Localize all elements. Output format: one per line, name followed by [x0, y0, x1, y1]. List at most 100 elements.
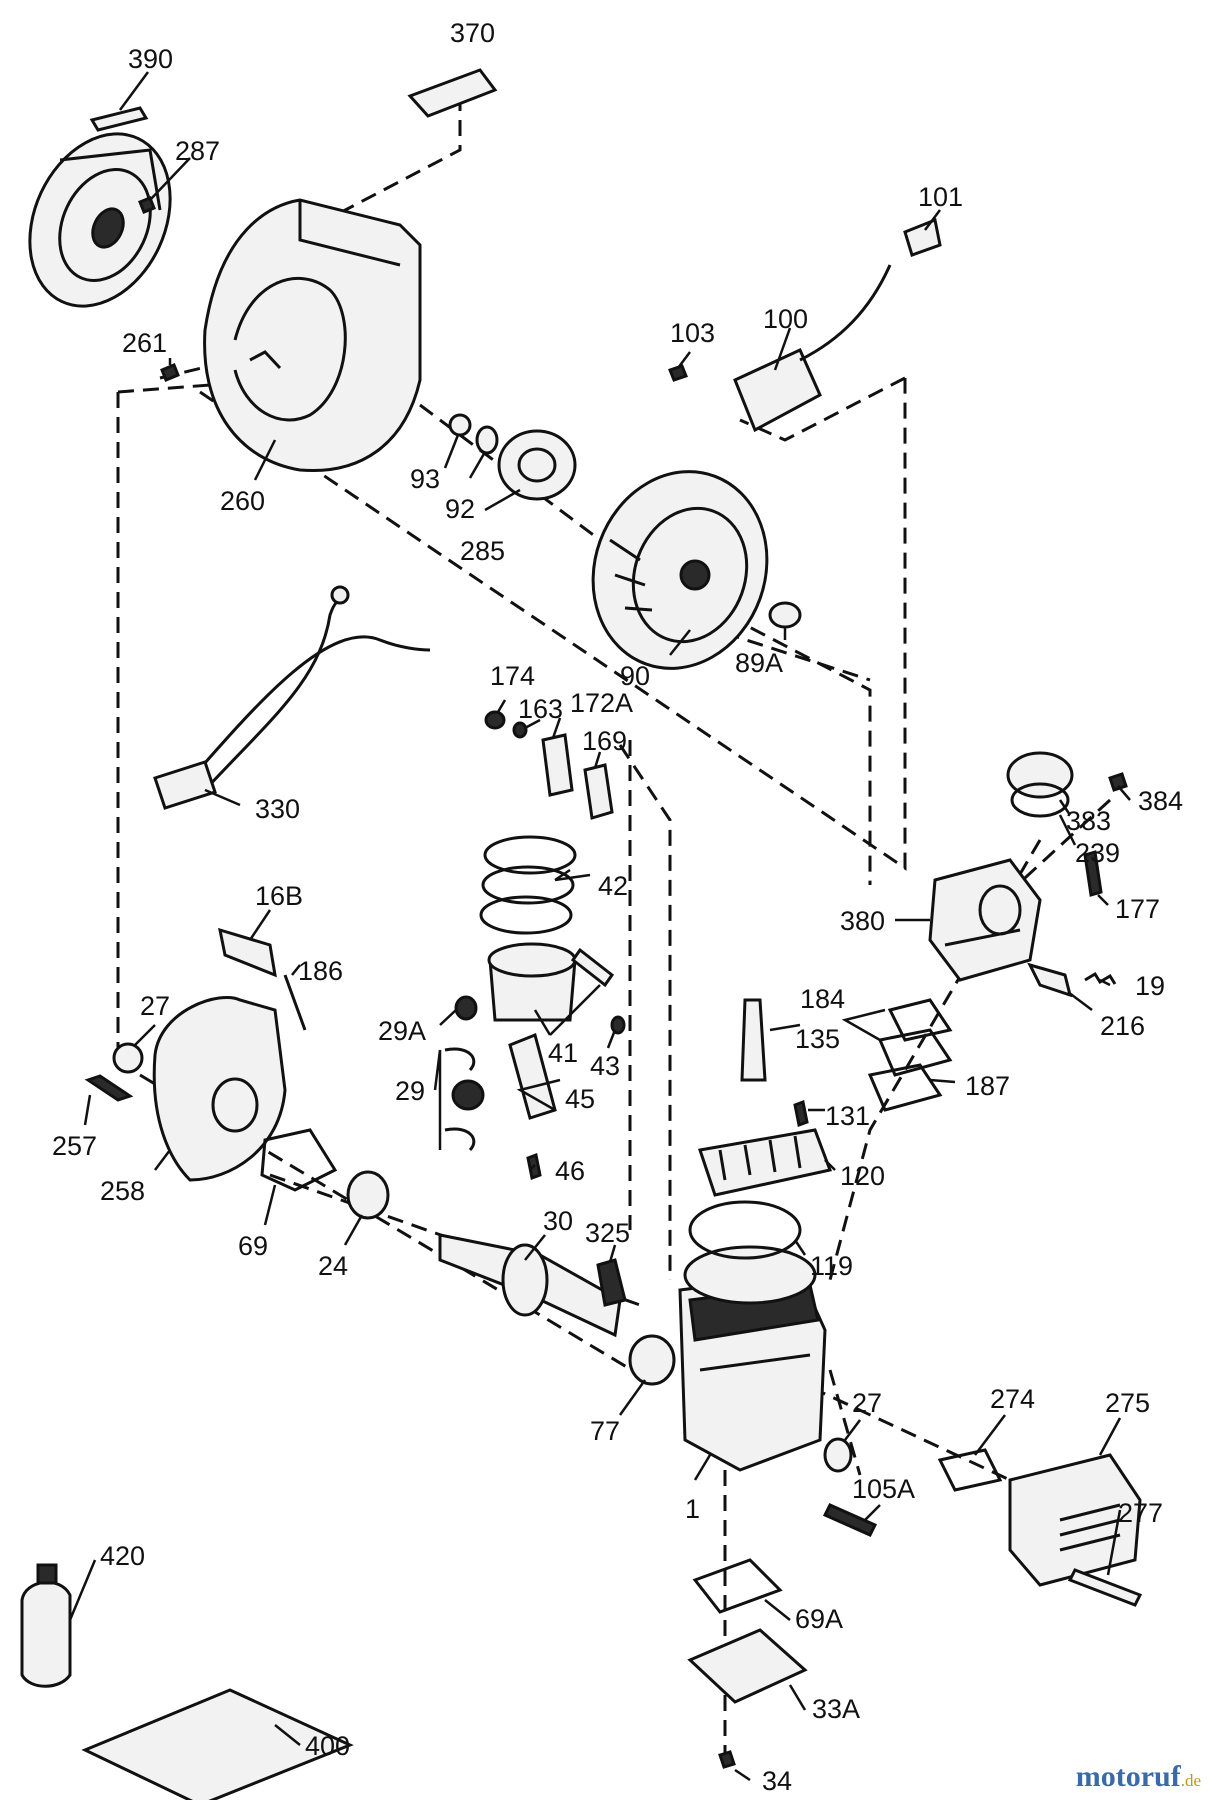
oil-seal-part: [112, 1042, 144, 1074]
callout-163: 163: [518, 694, 563, 724]
screw-257-part: [84, 1074, 134, 1102]
callout-119: 119: [810, 1251, 853, 1281]
stud-105A-part: [822, 1503, 878, 1537]
callout-89A: 89A: [735, 648, 783, 678]
screw-part: [138, 196, 156, 214]
cover-33A-part: [687, 1628, 808, 1704]
callout-257: 257: [52, 1131, 97, 1161]
retaining-ring-part: [610, 1015, 626, 1035]
callout-260: 260: [220, 486, 265, 516]
callout-184: 184: [800, 984, 845, 1014]
needle-bearing-set-part: [444, 1047, 485, 1152]
gasket-69A-part: [692, 1558, 783, 1614]
cylinder-head-part: [698, 1128, 833, 1197]
roller-bearing-part: [628, 1334, 676, 1386]
piston-pin-part: [570, 947, 615, 988]
callout-330: 330: [255, 794, 300, 824]
muffler-screw-part: [1067, 1568, 1143, 1607]
callout-261: 261: [122, 328, 167, 358]
gasket-69-part: [260, 1128, 338, 1192]
callout-19: 19: [1135, 971, 1165, 1001]
callout-390: 390: [128, 44, 173, 74]
callout-69: 69: [238, 1231, 268, 1261]
callout-100: 100: [763, 304, 808, 334]
callout-27b: 27: [852, 1388, 882, 1418]
callout-239: 239: [1075, 838, 1120, 868]
callout-29: 29: [395, 1076, 425, 1106]
callout-420: 420: [100, 1541, 145, 1571]
callout-46: 46: [555, 1156, 585, 1186]
carburetor-part: [928, 858, 1042, 982]
screw-103-part: [668, 364, 688, 382]
lockwasher-part: [512, 721, 528, 739]
callout-275: 275: [1105, 1388, 1150, 1418]
callout-41: 41: [548, 1038, 578, 1068]
callout-34: 34: [762, 1766, 792, 1796]
starter-cup-part: [497, 429, 577, 501]
recoil-starter-part: [28, 106, 172, 308]
callout-187: 187: [965, 1071, 1010, 1101]
callout-101: 101: [918, 182, 963, 212]
callout-27a: 27: [140, 991, 170, 1021]
piston-part: [487, 942, 577, 1022]
callout-383: 383: [1066, 806, 1111, 836]
callout-43: 43: [590, 1051, 620, 1081]
crankcase-cover-part: [152, 995, 287, 1182]
callout-274: 274: [990, 1384, 1035, 1414]
callout-69A: 69A: [795, 1604, 843, 1634]
callouts: 390 370 287 101 103 100 261 93 92 285 26…: [52, 18, 1183, 1796]
callout-29A: 29A: [378, 1016, 426, 1046]
gasket-169-part: [583, 763, 614, 820]
callout-45: 45: [565, 1084, 595, 1114]
callout-258: 258: [100, 1176, 145, 1206]
callout-400: 400: [305, 1731, 350, 1761]
callout-42: 42: [598, 871, 628, 901]
head-gasket-part: [688, 1200, 802, 1260]
muffler-gasket-part: [937, 1448, 1003, 1492]
callout-186: 186: [298, 956, 343, 986]
muffler-part: [1008, 1453, 1142, 1587]
callout-103: 103: [670, 318, 715, 348]
wire-harness-part: [153, 585, 431, 810]
nut-part: [448, 413, 472, 437]
callout-285: 285: [460, 536, 505, 566]
screw-177-part: [1083, 850, 1103, 897]
gasket-187-part: [867, 1063, 943, 1112]
spark-plug-part: [740, 998, 767, 1082]
callout-370: 370: [450, 18, 495, 48]
callout-1: 1: [685, 1494, 700, 1524]
brand-name: motoruf: [1075, 1760, 1181, 1793]
gasket-172A-part: [541, 733, 574, 797]
callout-92: 92: [445, 494, 475, 524]
callout-287: 287: [175, 136, 220, 166]
blower-housing-part: [203, 198, 422, 473]
callout-135: 135: [795, 1024, 840, 1054]
crankshaft-part: [438, 1233, 622, 1338]
washer-part: [475, 425, 499, 455]
oil-seal-27b-part: [823, 1437, 853, 1473]
callout-120: 120: [840, 1161, 885, 1191]
callout-16B: 16B: [255, 881, 303, 911]
leader-lines: [68, 71, 1131, 1782]
oil-bottle-part: [20, 1563, 72, 1688]
part-drawings: [20, 68, 1143, 1800]
flywheel-key-part: [768, 601, 802, 629]
screw-34-part: [718, 1750, 736, 1769]
callout-384: 384: [1138, 786, 1183, 816]
screw-174-part: [484, 710, 506, 730]
callout-380: 380: [840, 906, 885, 936]
brand-watermark: motoruf.de: [1076, 1760, 1201, 1794]
link-186-part: [283, 974, 307, 1031]
gasket-184-part: [887, 998, 953, 1042]
callout-105A: 105A: [852, 1474, 915, 1504]
screw-131-part: [793, 1099, 809, 1128]
screw-261-part: [160, 363, 180, 382]
callout-277: 277: [1118, 1498, 1163, 1528]
callout-24: 24: [318, 1251, 348, 1281]
brand-suffix: .de: [1180, 1771, 1201, 1790]
callout-90: 90: [620, 661, 650, 691]
spring-19-part: [1084, 971, 1117, 985]
manual-part: [81, 1688, 354, 1800]
cylinder-block-part: [678, 1245, 827, 1472]
